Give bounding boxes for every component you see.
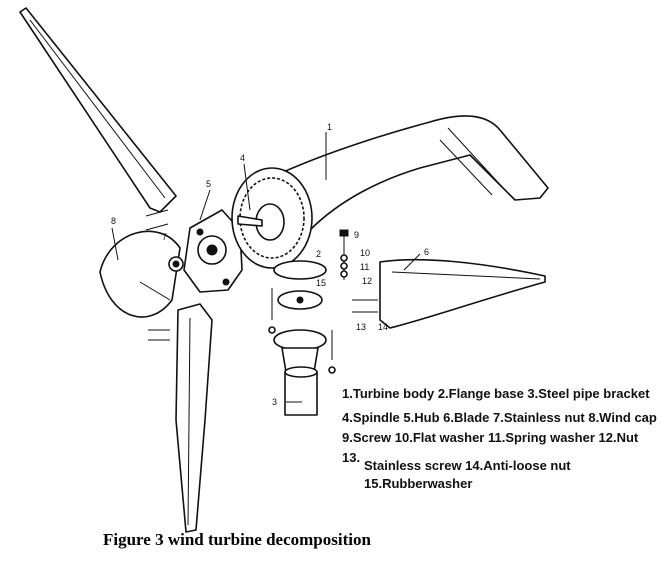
part-label-4: 4 bbox=[240, 153, 245, 163]
part-label-8: 8 bbox=[111, 216, 116, 226]
spindle-gear bbox=[231, 167, 313, 269]
part-label-6: 6 bbox=[424, 247, 429, 257]
part-label-12: 12 bbox=[362, 276, 372, 286]
flange-base bbox=[273, 260, 327, 373]
part-label-13: 13 bbox=[356, 322, 366, 332]
figure-caption: Figure 3 wind turbine decomposition bbox=[103, 530, 371, 549]
part-label-9: 9 bbox=[354, 230, 359, 240]
part-label-7: 7 bbox=[162, 232, 167, 242]
wind-cap bbox=[99, 230, 181, 318]
legend-line-4-prefix: 13. bbox=[342, 450, 361, 465]
part-label-1: 1 bbox=[327, 122, 332, 132]
legend-line-2: 4.Spindle 5.Hub 6.Blade 7.Stainless nut … bbox=[342, 410, 657, 425]
part-label-10: 10 bbox=[360, 248, 370, 258]
steel-pipe bbox=[284, 366, 318, 416]
part-label-14: 14 bbox=[378, 322, 388, 332]
part-label-3: 3 bbox=[272, 397, 277, 407]
blade-6 bbox=[379, 258, 546, 329]
legend-line-5: 15.Rubberwasher bbox=[364, 476, 473, 491]
hub bbox=[183, 209, 243, 293]
part-label-2: 2 bbox=[316, 249, 321, 259]
turbine-body bbox=[269, 115, 549, 231]
legend-line-1: 1.Turbine body 2.Flange base 3.Steel pip… bbox=[342, 386, 650, 401]
part-label-11: 11 bbox=[360, 262, 369, 272]
part-label-5: 5 bbox=[206, 179, 211, 189]
blade-lower bbox=[175, 303, 213, 533]
stainless-nut bbox=[168, 256, 184, 272]
legend-line-3: 9.Screw 10.Flat washer 11.Spring washer … bbox=[342, 430, 639, 445]
leader-lines bbox=[111, 132, 421, 403]
legend-line-4: Stainless screw 14.Anti-loose nut bbox=[364, 458, 571, 473]
part-label-15: 15 bbox=[316, 278, 326, 288]
washers-nuts bbox=[268, 254, 348, 374]
small-screws bbox=[145, 209, 378, 341]
blade-upper bbox=[19, 7, 177, 213]
